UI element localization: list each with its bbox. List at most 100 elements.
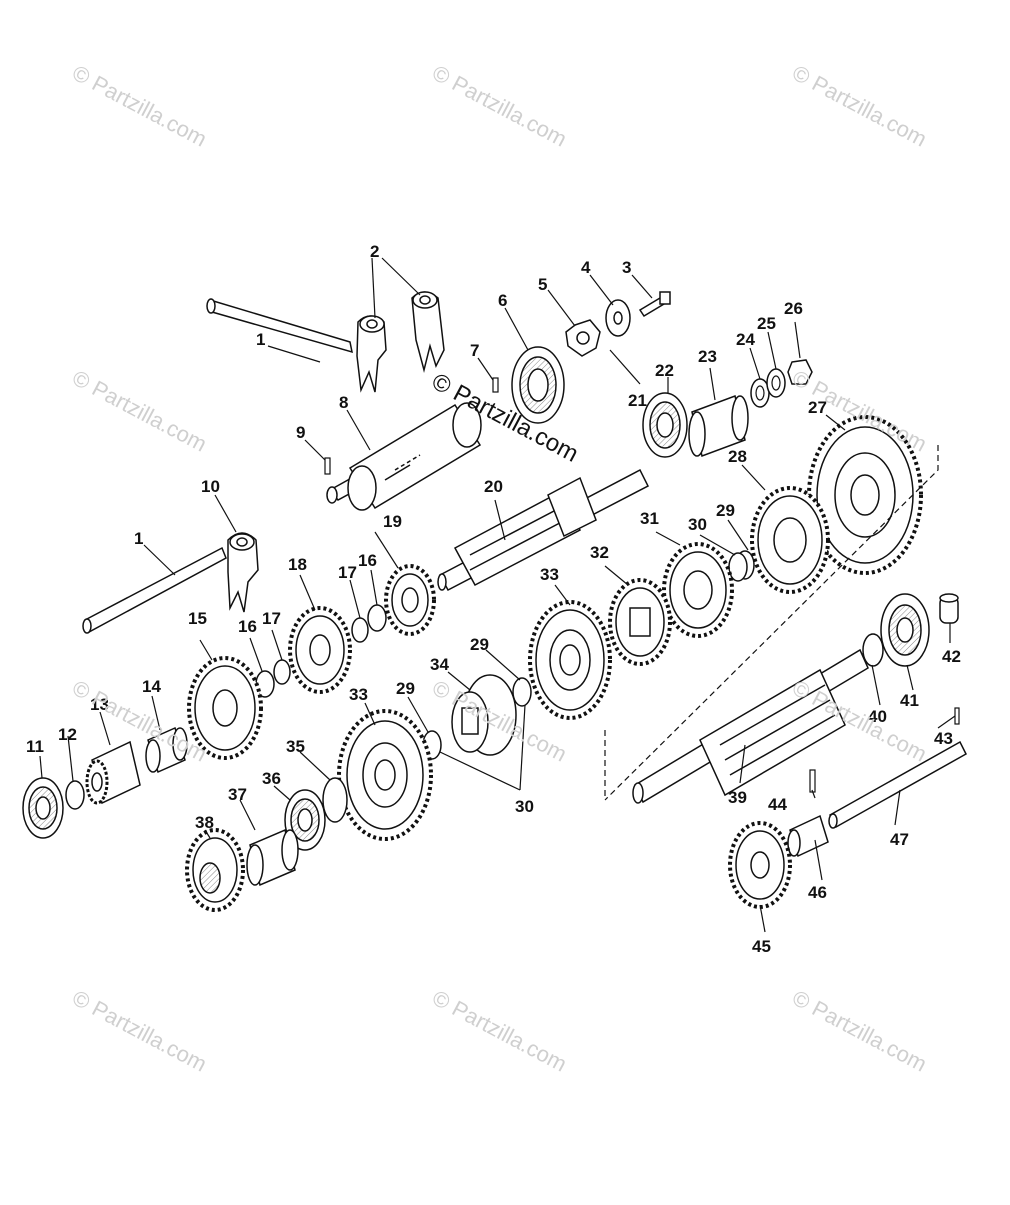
callout: 6 bbox=[498, 291, 507, 310]
callout: 16 bbox=[358, 551, 377, 570]
callout: 8 bbox=[339, 393, 348, 412]
gear-38 bbox=[185, 828, 245, 912]
callout: 30 bbox=[515, 797, 534, 816]
shift-star-5 bbox=[565, 319, 601, 357]
callout: 29 bbox=[716, 501, 735, 520]
callout: 1 bbox=[134, 529, 143, 548]
leader-lines bbox=[39, 257, 956, 933]
callout: 29 bbox=[396, 679, 415, 698]
gear-15 bbox=[187, 656, 263, 760]
callout: 38 bbox=[195, 813, 214, 832]
pin-43 bbox=[954, 707, 960, 725]
washer-4 bbox=[605, 299, 631, 337]
shift-fork-c bbox=[227, 532, 259, 613]
gear-13 bbox=[85, 740, 141, 805]
callout: 24 bbox=[736, 330, 755, 349]
sleeve-34 bbox=[451, 674, 517, 756]
bushing-23 bbox=[688, 394, 749, 458]
pin-7 bbox=[492, 377, 499, 393]
callout: 17 bbox=[338, 563, 357, 582]
callout: 16 bbox=[238, 617, 257, 636]
shift-drum bbox=[326, 402, 482, 511]
callout: 9 bbox=[296, 423, 305, 442]
pin-9 bbox=[324, 457, 331, 475]
callout: 18 bbox=[288, 555, 307, 574]
callout: 23 bbox=[698, 347, 717, 366]
ring-29-b bbox=[512, 677, 532, 707]
bearing-6 bbox=[511, 346, 565, 424]
callout: 25 bbox=[757, 314, 776, 333]
callout: 33 bbox=[540, 565, 559, 584]
callout: 39 bbox=[728, 788, 747, 807]
shift-rod-upper bbox=[206, 298, 353, 354]
callout: 2 bbox=[370, 242, 379, 261]
shift-fork-b bbox=[411, 291, 445, 373]
bearing-22 bbox=[642, 392, 688, 458]
gear-45 bbox=[728, 821, 792, 909]
callout: 30 bbox=[688, 515, 707, 534]
shaft-39 bbox=[632, 648, 869, 804]
callout: 26 bbox=[784, 299, 803, 318]
callout: 12 bbox=[58, 725, 77, 744]
pin-44 bbox=[809, 769, 816, 793]
callout: 11 bbox=[26, 737, 44, 756]
sleeve-46 bbox=[787, 814, 829, 858]
callout: 46 bbox=[808, 883, 827, 902]
bushing-14 bbox=[145, 726, 188, 774]
callout: 33 bbox=[349, 685, 368, 704]
callout: 36 bbox=[262, 769, 281, 788]
callout: 13 bbox=[90, 695, 109, 714]
cap-42 bbox=[939, 593, 959, 624]
ring-40 bbox=[862, 633, 884, 667]
collar-35 bbox=[322, 777, 348, 823]
callout: 27 bbox=[808, 398, 827, 417]
callout: 17 bbox=[262, 609, 281, 628]
callout: 19 bbox=[383, 512, 402, 531]
callout: 31 bbox=[640, 509, 659, 528]
callout: 47 bbox=[890, 830, 909, 849]
gear-19 bbox=[384, 564, 436, 636]
gear-33-b bbox=[337, 709, 433, 841]
callout: 20 bbox=[484, 477, 503, 496]
callout: 29 bbox=[470, 635, 489, 654]
callout: 22 bbox=[655, 361, 674, 380]
clip-17-b bbox=[273, 659, 291, 685]
callout: 45 bbox=[752, 937, 771, 956]
callout: 44 bbox=[768, 795, 787, 814]
callout: 37 bbox=[228, 785, 247, 804]
callout: 4 bbox=[581, 258, 591, 277]
bearing-41 bbox=[880, 593, 930, 667]
gear-28 bbox=[750, 486, 830, 594]
nut-26 bbox=[787, 359, 813, 385]
callout: 43 bbox=[934, 729, 953, 748]
gear-31 bbox=[662, 542, 734, 638]
gear-33-a bbox=[528, 600, 612, 720]
callout: 32 bbox=[590, 543, 609, 562]
gear-32 bbox=[608, 578, 672, 666]
washer-16-a bbox=[367, 604, 387, 632]
callout: 28 bbox=[728, 447, 747, 466]
callout: 7 bbox=[470, 341, 479, 360]
callout: 5 bbox=[538, 275, 547, 294]
callout: 15 bbox=[188, 609, 207, 628]
callout: 40 bbox=[868, 707, 887, 726]
callout: 14 bbox=[142, 677, 161, 696]
callout-labels: 1 1 2 3 4 5 6 7 8 9 10 11 12 13 14 15 16… bbox=[26, 242, 961, 956]
callout: 10 bbox=[201, 477, 220, 496]
callout: 3 bbox=[622, 258, 631, 277]
washer-12 bbox=[65, 780, 85, 810]
bearing-11 bbox=[22, 777, 64, 839]
callout: 41 bbox=[900, 691, 919, 710]
dashed-guide bbox=[604, 445, 939, 801]
bushing-37 bbox=[246, 828, 299, 887]
callout: 34 bbox=[430, 655, 449, 674]
shift-fork-a bbox=[356, 315, 387, 393]
shift-rod-lower bbox=[82, 546, 227, 634]
clip-17-a bbox=[351, 617, 369, 643]
callout: 1 bbox=[256, 330, 265, 349]
shaft-20 bbox=[437, 468, 650, 592]
callout: 42 bbox=[942, 647, 961, 666]
bolt-3 bbox=[638, 291, 671, 318]
